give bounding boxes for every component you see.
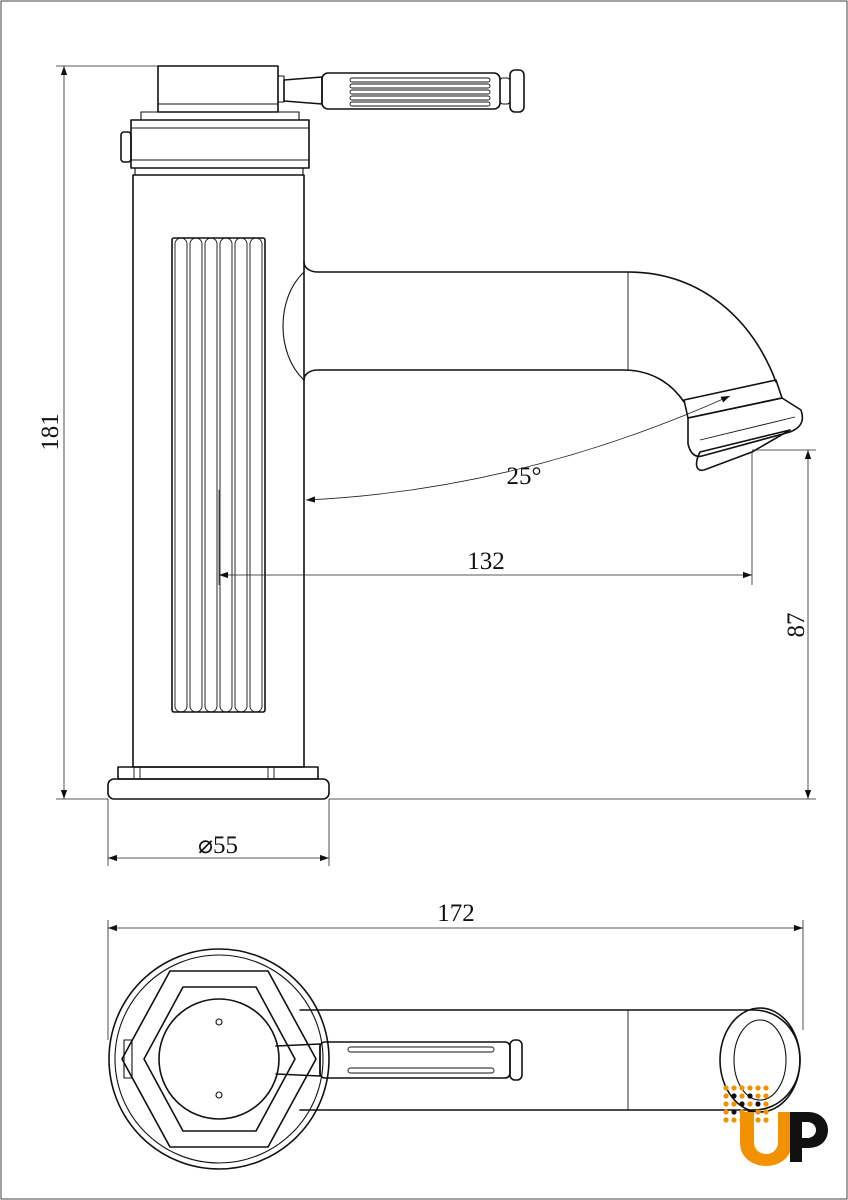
logo-dot xyxy=(755,1093,761,1099)
logo-dot xyxy=(723,1109,729,1115)
logo-dot xyxy=(739,1101,745,1107)
brand-logo xyxy=(723,1085,828,1166)
lever-plan xyxy=(275,1039,523,1081)
logo-dot xyxy=(747,1085,753,1091)
logo-dot xyxy=(723,1117,729,1123)
logo-dot-pattern xyxy=(723,1085,769,1123)
logo-dot xyxy=(755,1117,761,1123)
logo-dot xyxy=(755,1101,761,1107)
logo-dot xyxy=(763,1085,769,1091)
dim-spout-reach-label: 132 xyxy=(467,548,505,575)
dimension-outlet-height: 87 xyxy=(329,449,816,800)
dimension-spout-angle: 25° xyxy=(305,395,731,503)
logo-dot xyxy=(763,1117,769,1123)
logo-dot xyxy=(723,1085,729,1091)
faucet-body xyxy=(132,174,305,768)
spout-plan xyxy=(299,1007,801,1113)
plan-view: 172 xyxy=(107,900,804,1170)
diameter-value: 55 xyxy=(213,832,238,859)
logo-dot xyxy=(763,1101,769,1107)
logo-dot xyxy=(747,1093,753,1099)
logo-dot xyxy=(755,1109,761,1115)
dimension-base-diameter: ⌀55 xyxy=(107,799,330,866)
logo-dot xyxy=(731,1085,737,1091)
lever-handle xyxy=(157,65,525,113)
dimension-overall-length: 172 xyxy=(107,900,804,1040)
lever-grip-ribs xyxy=(349,77,491,107)
body-fluting xyxy=(174,237,263,713)
body-plan xyxy=(108,948,330,1170)
logo-dot xyxy=(723,1101,729,1107)
logo-dot xyxy=(739,1085,745,1091)
diameter-symbol: ⌀ xyxy=(198,832,213,859)
logo-dot xyxy=(739,1093,745,1099)
dimension-spout-reach: 132 xyxy=(218,452,753,585)
logo-dot xyxy=(747,1101,753,1107)
logo-dot xyxy=(731,1117,737,1123)
side-elevation-view: 181 132 25° 87 ⌀55 xyxy=(37,65,816,866)
dim-spout-angle-label: 25° xyxy=(507,463,542,490)
dimension-overall-height: 181 xyxy=(37,65,158,800)
faucet-base xyxy=(107,766,330,800)
logo-dot xyxy=(723,1093,729,1099)
dim-base-diameter-label: ⌀55 xyxy=(198,832,238,859)
logo-dot xyxy=(731,1093,737,1099)
logo-dot xyxy=(755,1085,761,1091)
logo-dot xyxy=(731,1101,737,1107)
dim-overall-height-label: 181 xyxy=(37,413,64,451)
dim-outlet-height-label: 87 xyxy=(783,613,810,638)
logo-dot xyxy=(731,1109,737,1115)
dim-overall-length-label: 172 xyxy=(437,900,475,927)
logo-dot xyxy=(763,1093,769,1099)
spout xyxy=(282,261,804,472)
logo-dot xyxy=(763,1109,769,1115)
logo-letter-u xyxy=(740,1112,792,1166)
cartridge-collar xyxy=(120,111,310,176)
logo-letter-p xyxy=(790,1112,828,1162)
